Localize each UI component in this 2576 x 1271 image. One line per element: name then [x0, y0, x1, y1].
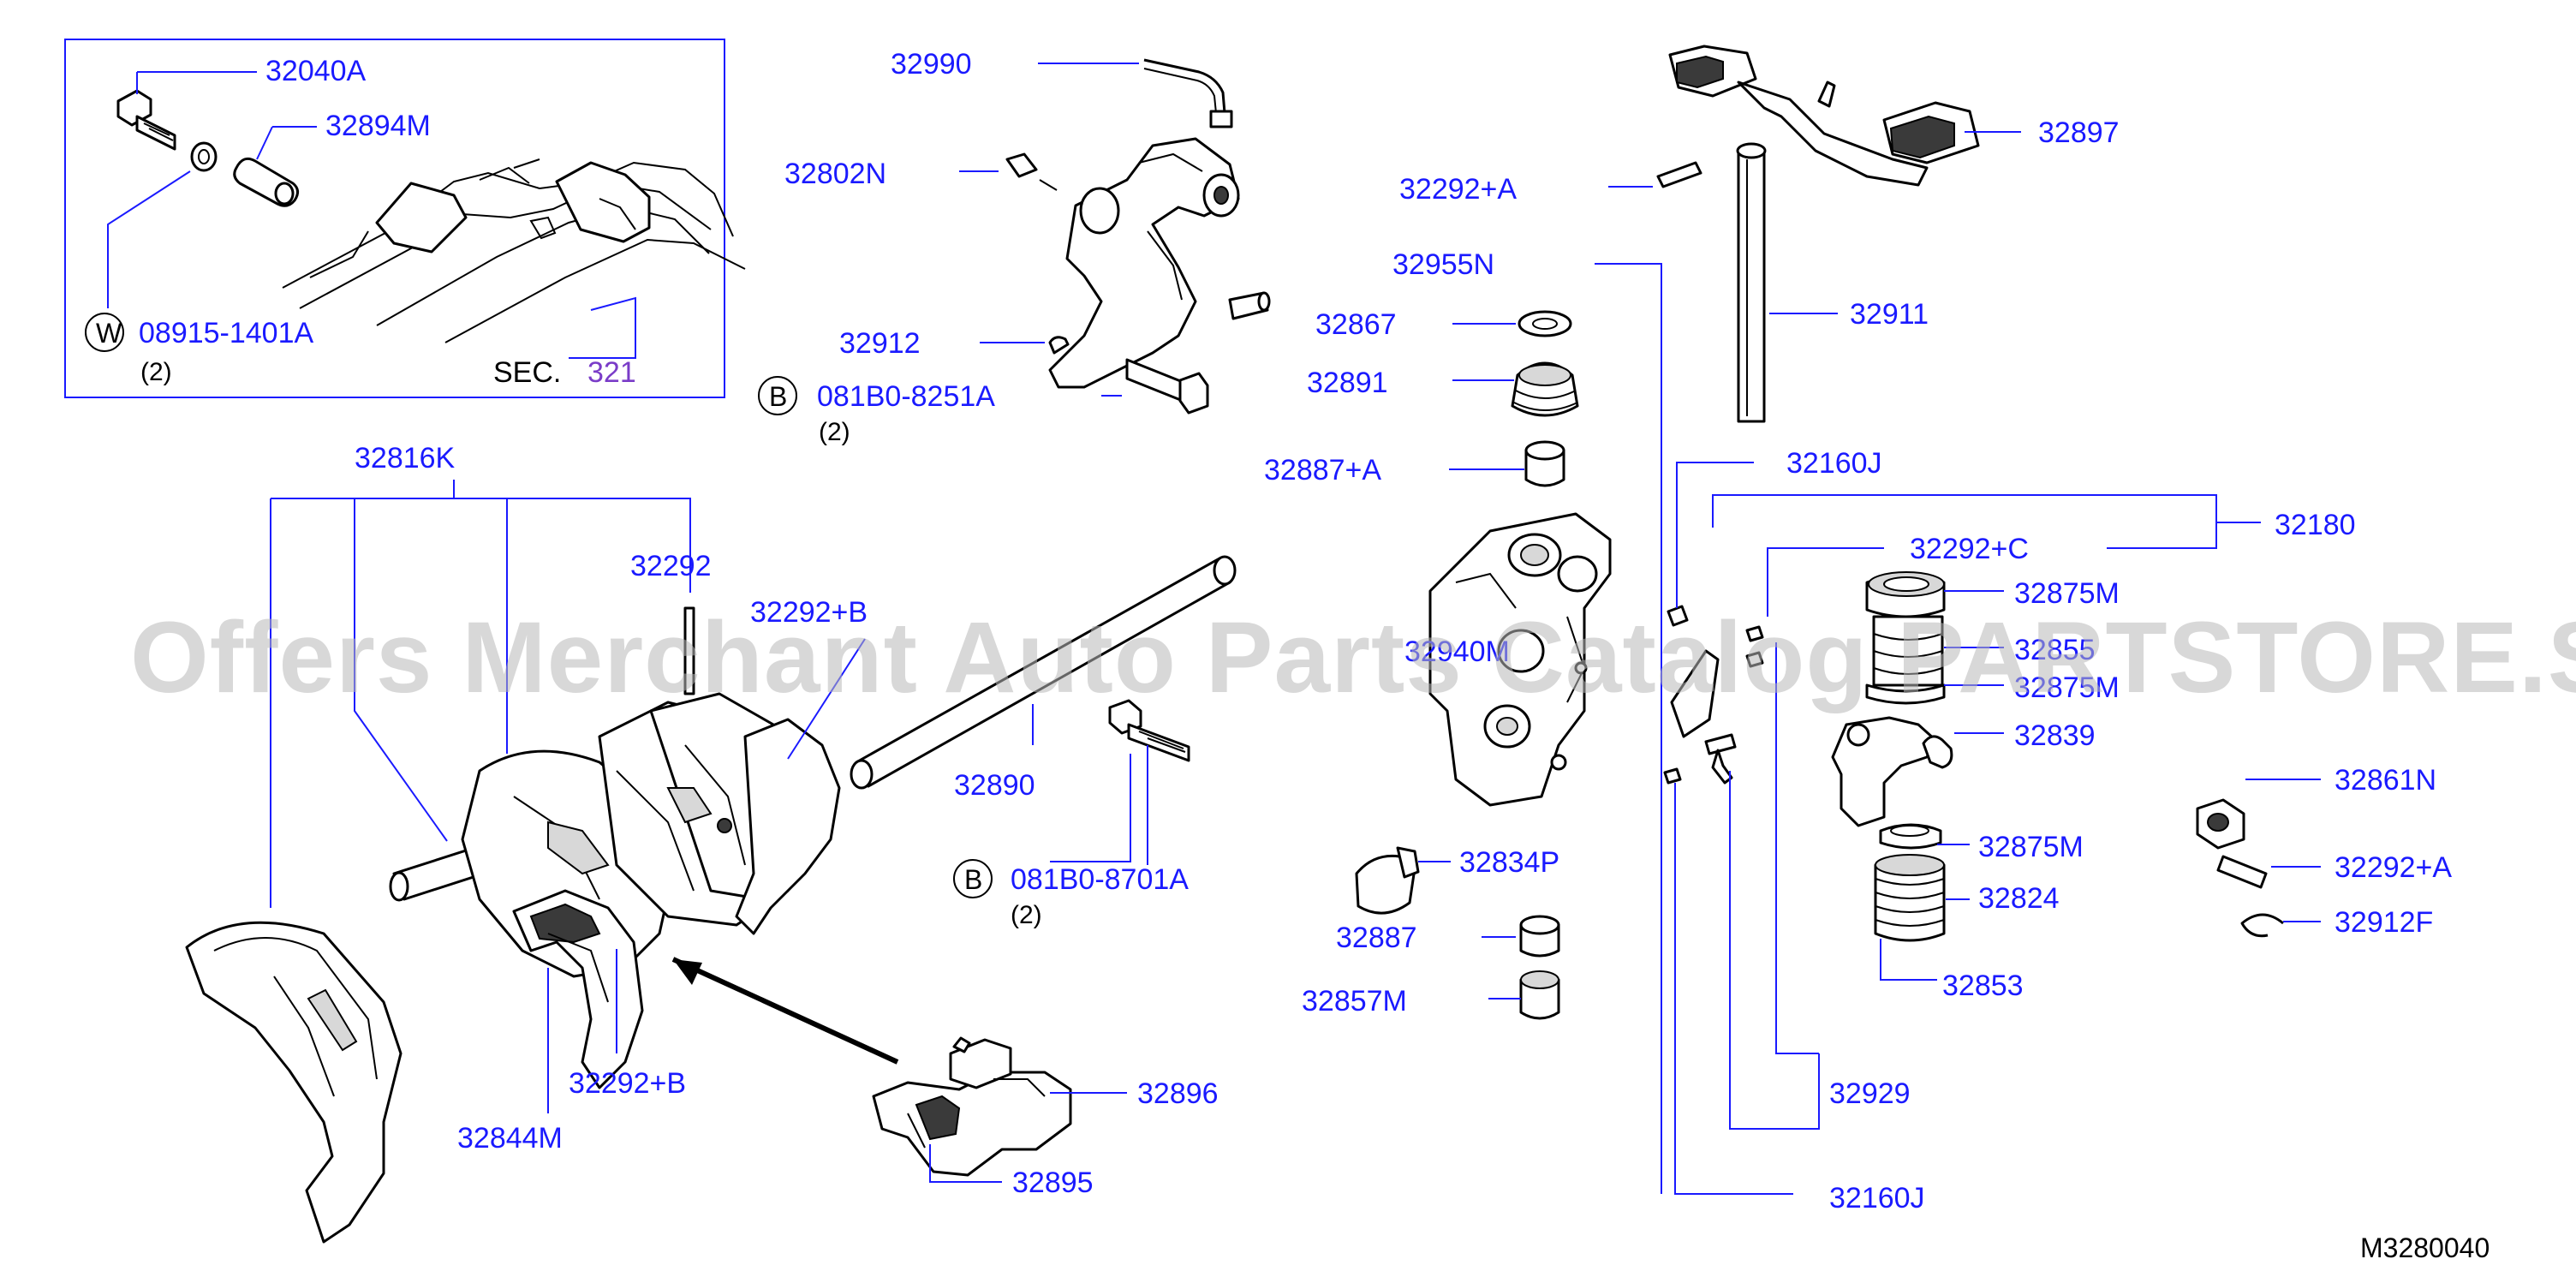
callout-32875m-bottom: 32875M [1978, 831, 2084, 863]
callout-32844m: 32844M [457, 1122, 563, 1155]
callout-32891: 32891 [1307, 367, 1388, 399]
callout-32875m-mid: 32875M [2014, 671, 2120, 704]
diagram-code: M3280040 [2360, 1232, 2490, 1263]
watermark: Offers Merchant Auto Parts Catalog PARTS… [130, 601, 2576, 714]
callout-32292-b-top: 32292+B [750, 596, 868, 629]
small-parts-stack [1449, 310, 1579, 487]
callout-32912: 32912 [839, 327, 921, 360]
bolt-32040a-drawing [116, 89, 176, 151]
shift-block-drawing [872, 1036, 1127, 1183]
callout-32887: 32887 [1336, 922, 1417, 954]
callout-32911: 32911 [1850, 298, 1929, 331]
callout-32180: 32180 [2275, 509, 2356, 541]
callout-32824: 32824 [1978, 882, 2060, 915]
fitting-32894m-drawing [233, 157, 299, 207]
callout-32896: 32896 [1137, 1077, 1219, 1110]
callout-32887-a: 32887+A [1264, 454, 1381, 486]
callout-32160j-top: 32160J [1786, 447, 1882, 480]
rod-32890-drawing [850, 555, 1237, 865]
transmission-case-sketch [282, 158, 746, 343]
callout-32857m: 32857M [1302, 985, 1407, 1017]
callout-32292-a-right: 32292+A [2334, 851, 2452, 884]
callout-32894m: 32894M [325, 110, 431, 142]
callout-32292-a-top: 32292+A [1399, 173, 1517, 206]
callout-32861n: 32861N [2334, 764, 2436, 797]
bolt-symbol-circle-1 [758, 376, 797, 415]
callout-32855: 32855 [2014, 634, 2096, 666]
callout-32816k: 32816K [355, 442, 456, 474]
callout-32802n: 32802N [784, 158, 886, 190]
callout-32875m-top: 32875M [2014, 577, 2120, 610]
shift-forks-drawing [185, 480, 1131, 1244]
bolt-symbol-circle-2 [953, 859, 993, 898]
callout-32955n: 32955N [1392, 248, 1494, 281]
callout-32292-b-bottom: 32292+B [569, 1067, 686, 1100]
callout-32897: 32897 [2038, 116, 2120, 149]
inset-panel: 32040A 32894M W 08915-1401A (2) SEC. 321 [64, 39, 746, 398]
section-number-link[interactable]: 321 [587, 356, 636, 389]
detent-pins [1663, 462, 2261, 1195]
callout-bolt-part-1: 081B0-8251A [817, 380, 995, 413]
bolt-symbol-1: B [769, 381, 787, 412]
callout-32890: 32890 [954, 769, 1035, 802]
shift-rod-drawing [1595, 45, 2021, 1194]
callout-washer-part: 08915-1401A [139, 317, 314, 349]
callout-32292: 32292 [630, 550, 712, 582]
callout-32990: 32990 [891, 48, 972, 81]
lever-assembly-drawing [959, 58, 1271, 415]
callout-32839: 32839 [2014, 719, 2096, 752]
callout-32912f: 32912F [2334, 906, 2433, 939]
washer-qty: (2) [140, 358, 172, 386]
callout-32940m: 32940M [1404, 636, 1510, 668]
callout-32895: 32895 [1012, 1167, 1094, 1199]
section-label: SEC. [493, 356, 561, 389]
bolt-qty-2: (2) [1011, 901, 1042, 929]
callout-32292-c: 32292+C [1910, 533, 2029, 565]
bolt-symbol-2: B [964, 864, 982, 895]
callout-32929: 32929 [1829, 1077, 1911, 1110]
callout-32853: 32853 [1942, 970, 2024, 1002]
callout-32160j-bottom: 32160J [1829, 1182, 1925, 1214]
callout-32040a: 32040A [265, 55, 367, 87]
plug-and-sleeves [1355, 846, 1560, 1020]
shift-housing-drawing [1428, 512, 1612, 807]
bolt-qty-1: (2) [819, 418, 850, 446]
washer-symbol-circle [85, 313, 124, 352]
callout-32834p: 32834P [1459, 846, 1559, 879]
washer-symbol: W [96, 318, 122, 349]
callout-32867: 32867 [1315, 308, 1397, 341]
callout-bolt-part-2: 081B0-8701A [1011, 863, 1189, 896]
spring-stack-drawing [1831, 571, 2004, 981]
right-small-parts [2196, 779, 2321, 938]
